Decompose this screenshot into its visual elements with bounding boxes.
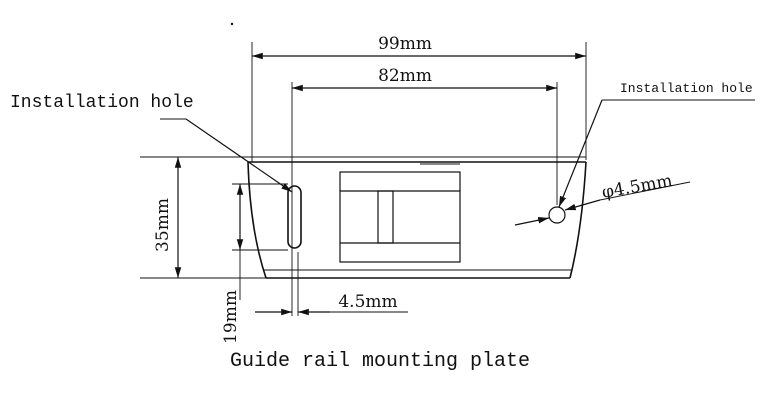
dim-height: 35mm	[140, 157, 266, 279]
dim-hole-spacing: 82mm	[291, 66, 558, 316]
label-installation-hole-right: Installation hole	[620, 81, 753, 96]
dim-hole-spacing-text: 82mm	[378, 66, 432, 86]
installation-hole-round	[548, 206, 566, 224]
installation-slot	[287, 185, 302, 316]
leader-left: Installation hole	[10, 93, 293, 193]
dim-overall-width: 99mm	[251, 34, 587, 162]
dim-slot-length: 19mm	[221, 183, 288, 344]
dim-slot-width-text: 4.5mm	[338, 292, 397, 312]
label-installation-hole-left: Installation hole	[10, 93, 194, 113]
dim-slot-width: 4.5mm	[255, 292, 408, 316]
stray-dot	[230, 22, 234, 26]
caption: Guide rail mounting plate	[230, 350, 530, 373]
center-block	[339, 171, 461, 263]
leader-right: Installation hole	[558, 81, 755, 208]
dim-height-text: 35mm	[153, 198, 173, 252]
dim-slot-length-text: 19mm	[221, 290, 241, 344]
dim-overall-width-text: 99mm	[378, 34, 432, 54]
plate-outline	[140, 156, 587, 279]
dim-hole-diameter-text: φ4.5mm	[600, 171, 674, 203]
dim-hole-diameter: φ4.5mm	[514, 171, 691, 226]
